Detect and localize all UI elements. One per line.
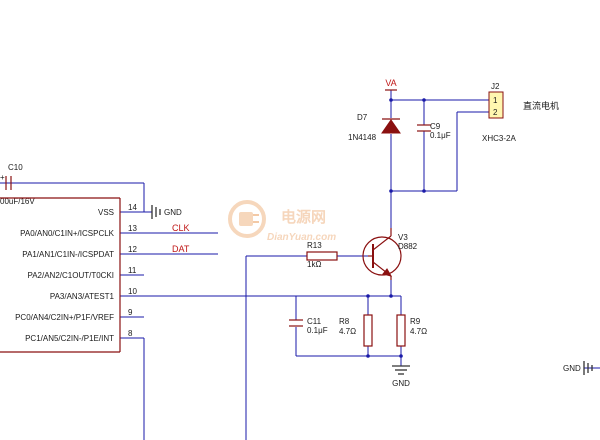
r13-value: 1kΩ [307, 260, 321, 269]
capacitor-c11: C11 0.1μF [289, 317, 328, 335]
pin-number: 13 [128, 224, 137, 233]
pin-number: 12 [128, 245, 137, 254]
net-label-dat: DAT [172, 244, 190, 254]
pin-name-pa1: PA1/AN1/C1IN-/ICSPDAT [22, 250, 114, 259]
j2-pin2: 2 [493, 108, 498, 117]
pin-name-pa2: PA2/AN2/C1OUT/T0CKI [27, 271, 114, 280]
transistor-v3: V3 D882 [362, 228, 418, 280]
pin-number: 14 [128, 203, 137, 212]
c9-ref: C9 [430, 122, 441, 131]
r8-ref: R8 [339, 317, 350, 326]
r9-ref: R9 [410, 317, 421, 326]
capacitor-c9: C9 0.1μF [417, 122, 451, 140]
ground-icon [583, 361, 593, 375]
resistor-r8: R8 4.7Ω [339, 314, 373, 347]
capacitor-c10: + C10 00uF/16V [0, 163, 35, 206]
net-label-va: VA [385, 78, 396, 88]
net-label-clk: CLK [172, 223, 190, 233]
resistor-r13: R13 1kΩ [306, 241, 338, 269]
microcontroller: VSS 14 PA0/AN0/C1IN+/ICSPCLK 13 PA1/AN1/… [0, 197, 137, 353]
c11-ref: C11 [307, 317, 322, 326]
diode-d7: D7 1N4148 [348, 113, 401, 142]
ground-icon [392, 365, 410, 375]
resistor-r9: R9 4.7Ω [396, 314, 427, 347]
pin-number: 8 [128, 329, 133, 338]
wires [0, 90, 600, 440]
c11-value: 0.1μF [307, 326, 328, 335]
pin-number: 10 [128, 287, 137, 296]
watermark-url: DianYuan.com [267, 232, 336, 243]
j2-pin1: 1 [493, 96, 498, 105]
j2-ref: J2 [491, 82, 500, 91]
watermark: 电源网 DianYuan.com [228, 200, 336, 243]
v3-ref: V3 [398, 233, 408, 242]
c10-value: 00uF/16V [0, 197, 35, 206]
d7-ref: D7 [357, 113, 368, 122]
pin-number: 9 [128, 308, 133, 317]
power-port-va: VA [385, 78, 397, 91]
c9-value: 0.1μF [430, 131, 451, 140]
junction-dots [366, 98, 426, 358]
c10-ref: C10 [8, 163, 23, 172]
pin-name-pa3: PA3/AN3/ATEST1 [50, 292, 115, 301]
mcu-pins: VSS 14 PA0/AN0/C1IN+/ICSPCLK 13 PA1/AN1/… [15, 203, 137, 343]
j2-description: 直流电机 [523, 100, 559, 112]
pin-name-vss: VSS [98, 208, 114, 217]
v3-value: D882 [398, 242, 418, 251]
r13-ref: R13 [307, 241, 322, 250]
j2-value: XHC3-2A [482, 134, 516, 143]
net-label-gnd: GND [164, 208, 182, 217]
pin-name-pa0: PA0/AN0/C1IN+/ICSPCLK [20, 229, 115, 238]
r9-value: 4.7Ω [410, 327, 427, 336]
pin-name-pc0: PC0/AN4/C2IN+/P1F/VREF [15, 313, 114, 322]
connector-j2: J2 1 2 直流电机 XHC3-2A [482, 82, 559, 143]
plug-logo-icon [228, 200, 266, 238]
watermark-brand: 电源网 [281, 208, 326, 226]
r8-value: 4.7Ω [339, 327, 356, 336]
pin-name-pc1: PC1/AN5/C2IN-/P1E/INT [25, 334, 114, 343]
pin-number: 11 [128, 266, 137, 275]
net-label-gnd-bottom: GND [392, 379, 410, 388]
net-label-gnd-right: GND [563, 364, 581, 373]
svg-text:+: + [0, 173, 5, 182]
d7-value: 1N4148 [348, 133, 377, 142]
ground-icon [151, 205, 161, 219]
